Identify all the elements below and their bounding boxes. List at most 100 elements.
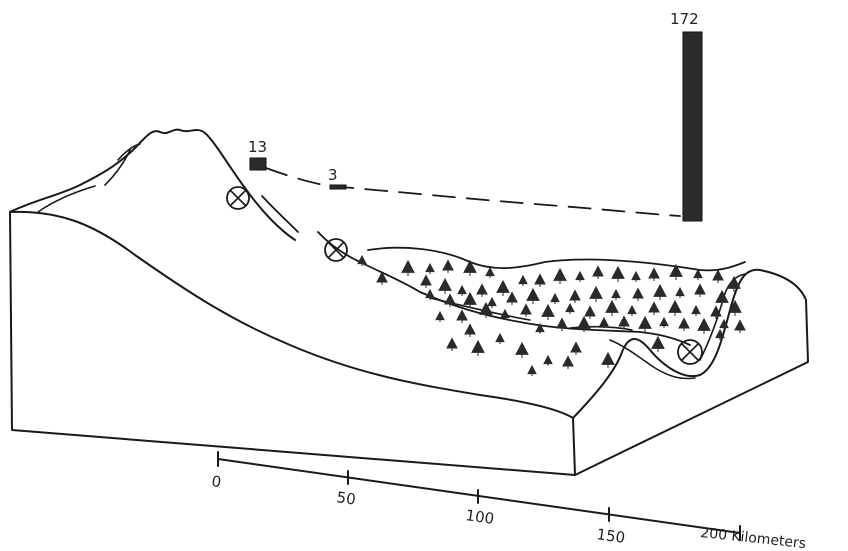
tree-symbol <box>438 277 452 294</box>
tree-symbol <box>577 315 591 332</box>
front-face <box>9 211 576 476</box>
tree-symbol <box>562 355 574 369</box>
tree-symbol <box>444 293 456 307</box>
tree-symbol <box>592 265 604 279</box>
tree-symbol <box>376 271 388 285</box>
tree-symbol <box>442 259 454 273</box>
tree-symbol <box>500 308 510 320</box>
tree-symbol <box>691 304 701 316</box>
tree-symbol <box>653 283 667 300</box>
ridge-shoulder <box>104 149 131 186</box>
tree-symbol <box>535 322 545 334</box>
tree-symbol <box>543 354 553 366</box>
tree-symbol <box>550 292 560 304</box>
scale-label-200-kilometers: 200 Kilometers <box>700 525 807 551</box>
tree-symbol <box>712 269 724 283</box>
ridge-left-detail <box>37 185 96 213</box>
bar-172 <box>682 31 703 222</box>
tree-symbol <box>401 259 415 276</box>
tree-symbol <box>570 341 582 355</box>
tree-symbol <box>495 332 505 344</box>
valley-inner-line <box>609 339 696 380</box>
tree-symbol <box>446 337 458 351</box>
block-outline <box>9 210 809 476</box>
tree-symbol <box>611 288 621 300</box>
bar-label-13: 13 <box>248 138 267 156</box>
mountain-ridge <box>9 128 299 241</box>
tree-symbol <box>425 262 435 274</box>
slope-line <box>261 195 299 233</box>
side-face <box>574 299 809 476</box>
scale-label-50: 50 <box>335 488 356 508</box>
tree-symbol <box>618 315 630 329</box>
bar-label-3: 3 <box>328 166 338 184</box>
tree-symbol <box>651 335 665 352</box>
tree-symbol <box>553 267 567 284</box>
forest <box>357 254 746 376</box>
tree-symbol <box>599 316 609 328</box>
tree-symbol <box>463 259 477 276</box>
tree-symbol <box>638 315 652 332</box>
tree-symbol <box>357 254 367 266</box>
tree-symbol <box>715 289 729 306</box>
tree-symbol <box>697 317 711 334</box>
tree-symbol <box>527 364 537 376</box>
tree-symbol <box>659 316 669 328</box>
tree-symbol <box>575 270 585 282</box>
tree-symbol <box>627 304 637 316</box>
tree-symbol <box>541 303 555 320</box>
tree-symbol <box>669 263 683 280</box>
tree-symbol <box>727 275 741 292</box>
tree-symbol <box>632 287 644 301</box>
tree-symbol <box>648 267 660 281</box>
stream-line-2 <box>569 325 633 331</box>
tree-symbol <box>496 279 510 296</box>
tree-symbol <box>693 268 703 280</box>
back-hills-line <box>367 246 746 272</box>
tree-symbol <box>420 274 432 288</box>
station-marker-1 <box>226 186 250 210</box>
tree-symbol <box>584 305 596 319</box>
valley-lines <box>317 231 746 380</box>
value-bars <box>249 31 703 222</box>
tree-symbol <box>734 319 746 333</box>
tree-symbol <box>463 291 477 308</box>
tree-symbol <box>457 284 467 296</box>
tree-symbol <box>678 317 690 331</box>
tree-symbol <box>569 289 581 303</box>
tree-symbol <box>728 299 742 316</box>
tree-symbol <box>456 309 468 323</box>
bar-3 <box>329 184 347 190</box>
tree-symbol <box>710 305 722 319</box>
station-marker-3 <box>677 339 703 365</box>
bar-13 <box>249 157 267 171</box>
tree-symbol <box>518 274 528 286</box>
tree-symbol <box>471 339 485 356</box>
scale-label-150: 150 <box>595 525 626 547</box>
tree-symbol <box>694 283 706 297</box>
tree-symbol <box>565 302 575 314</box>
tree-symbol <box>556 317 568 331</box>
tree-symbol <box>601 351 615 368</box>
ridge-line <box>9 128 296 241</box>
tree-symbol <box>631 270 641 282</box>
tree-symbol <box>476 283 488 297</box>
tree-symbol <box>589 285 603 302</box>
stream-line <box>429 297 531 321</box>
tree-symbol <box>719 318 729 330</box>
tree-symbol <box>715 328 725 340</box>
tree-symbol <box>534 273 546 287</box>
tree-symbol <box>526 287 540 304</box>
scale-label-0: 0 <box>210 472 222 491</box>
scale-label-100: 100 <box>464 506 495 528</box>
tree-symbol <box>668 299 682 316</box>
tree-symbol <box>515 341 529 358</box>
bar-connector-dashed <box>265 167 681 217</box>
ridge-shading <box>117 143 141 161</box>
tree-symbol <box>506 291 518 305</box>
tree-symbol <box>435 310 445 322</box>
side-surface-profile <box>572 268 807 419</box>
tree-symbol <box>648 301 660 315</box>
